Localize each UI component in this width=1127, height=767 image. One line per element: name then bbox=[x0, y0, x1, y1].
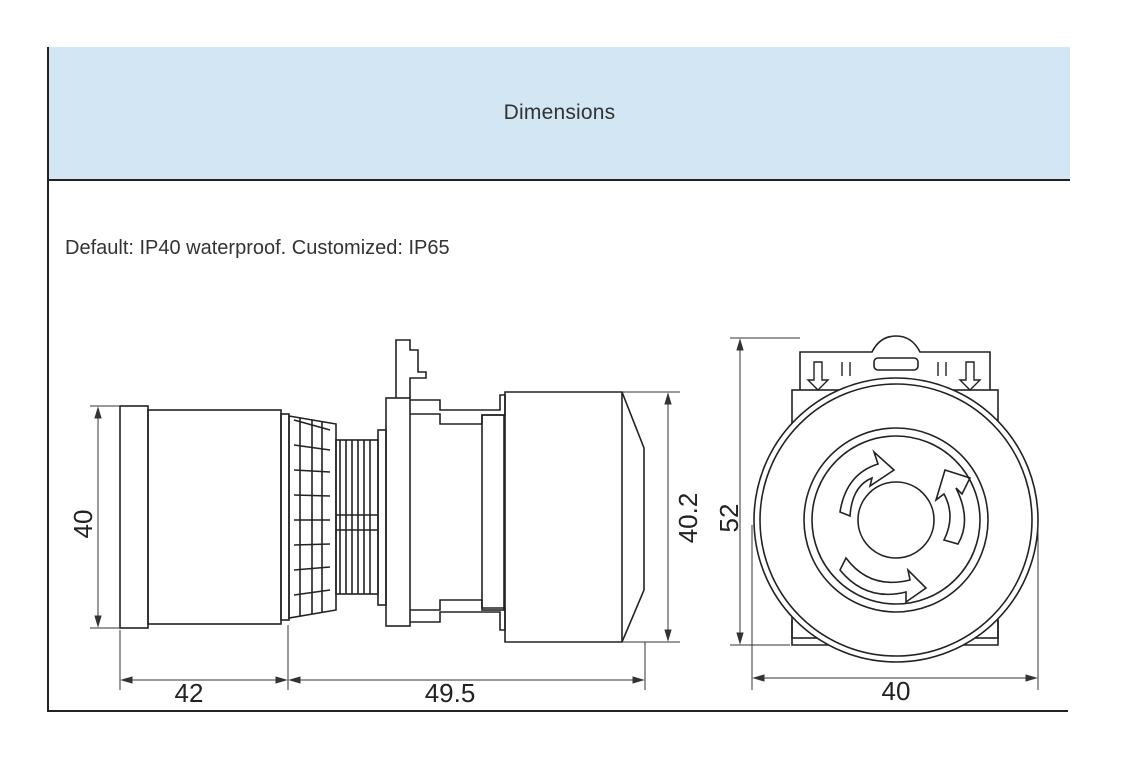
down-arrow-icon bbox=[806, 361, 830, 391]
collar-ring bbox=[280, 413, 290, 621]
front-length-label: 42 bbox=[175, 678, 204, 708]
total-height-label: 52 bbox=[714, 504, 744, 533]
knurl-verticals bbox=[299, 418, 323, 616]
bottom-clip bbox=[410, 599, 506, 631]
latch-arrows bbox=[806, 361, 982, 391]
latch-slot-icon-2 bbox=[937, 362, 947, 376]
thread-lines bbox=[339, 440, 371, 594]
side-dimension-lines bbox=[90, 391, 680, 690]
clip-base bbox=[481, 414, 505, 611]
down-arrow-icon-2 bbox=[958, 361, 982, 391]
rotate-arrow-icon bbox=[839, 449, 896, 518]
panel-title: Dimensions bbox=[503, 101, 616, 124]
outer-bezel bbox=[753, 377, 1039, 663]
mounting-plate bbox=[385, 397, 411, 627]
rotate-arrow-icon-2 bbox=[934, 468, 972, 545]
front-dimension-lines bbox=[730, 337, 1039, 690]
front-view bbox=[753, 335, 1039, 663]
anti-rotation-tab bbox=[395, 339, 427, 398]
contact-block bbox=[504, 391, 645, 643]
mushroom-face bbox=[803, 427, 989, 613]
center-button bbox=[857, 481, 935, 559]
top-latch-housing bbox=[799, 335, 991, 390]
waterproof-note: Default: IP40 waterproof. Customized: IP… bbox=[65, 237, 450, 259]
thread bbox=[335, 439, 379, 595]
rotate-arrow-icon-3 bbox=[839, 556, 928, 604]
top-clip bbox=[410, 394, 506, 425]
side-view bbox=[119, 339, 645, 643]
mushroom-ring bbox=[811, 435, 981, 605]
mounting-nut bbox=[377, 429, 387, 606]
latch-slot-icon bbox=[841, 362, 851, 376]
side-height-label: 40 bbox=[68, 510, 98, 539]
front-width-label: 40 bbox=[882, 676, 911, 706]
button-body bbox=[147, 409, 282, 625]
body-height-label: 40.2 bbox=[673, 493, 703, 544]
outer-bezel-inner bbox=[759, 383, 1033, 657]
dimensions-panel: Dimensions Default: IP40 waterproof. Cus… bbox=[47, 47, 1070, 712]
knurled-collar bbox=[288, 415, 337, 619]
latch bbox=[873, 357, 919, 371]
panel-header: Dimensions bbox=[49, 47, 1070, 181]
body-length-label: 49.5 bbox=[425, 678, 476, 708]
button-cap bbox=[119, 405, 149, 629]
